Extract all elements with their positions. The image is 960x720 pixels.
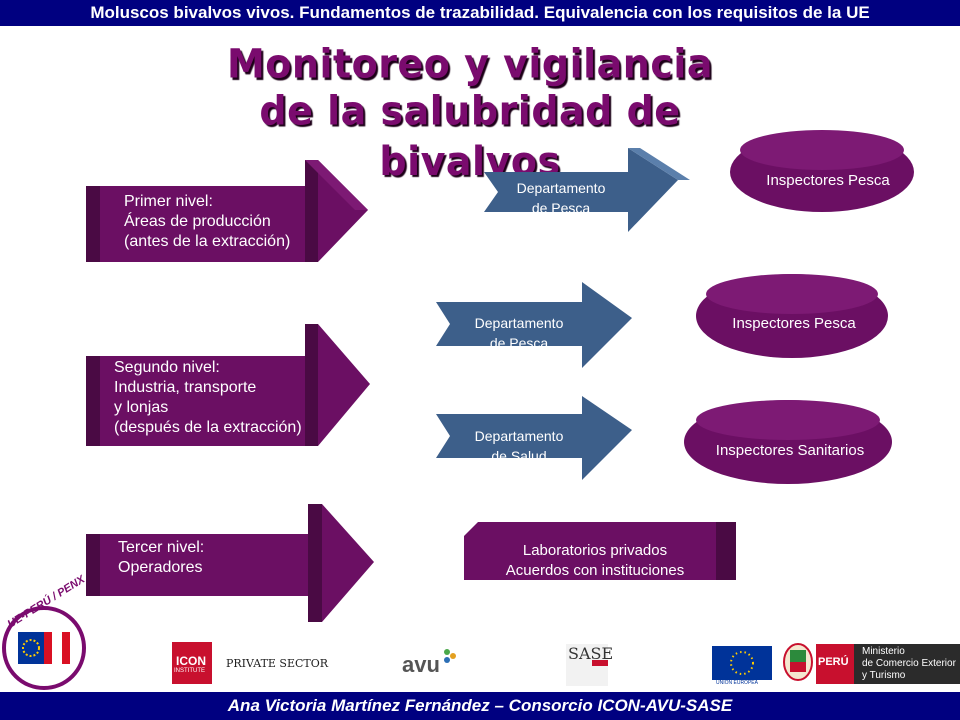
avu-logo-mark	[444, 649, 456, 663]
laboratories-line-2: Acuerdos con instituciones	[505, 562, 685, 579]
ministry-line-2: de Comercio Exterior	[862, 658, 956, 669]
inspectors-label-2: Inspectores Pesca	[732, 315, 856, 332]
ministry-logo-text: Ministerio de Comercio Exterior y Turism…	[862, 646, 956, 682]
dept-1-line-2: de Pesca	[531, 200, 591, 216]
dept-2-line-1: Departamento	[474, 315, 564, 331]
icon-logo-text: ICON	[176, 654, 206, 668]
dept-1-line-1: Departamento	[516, 180, 606, 196]
peru-coat-of-arms	[783, 643, 813, 681]
sase-logo-text: SASE	[568, 644, 614, 663]
laboratories-line-1: Laboratorios privados	[522, 542, 668, 559]
private-sector-text: PRIVATE SECTOR	[226, 657, 329, 670]
level-1-line-1: Primer nivel:	[124, 193, 213, 210]
dept-label-2: Departamento de Pesca	[464, 313, 574, 353]
dept-arrow-2	[436, 282, 632, 368]
dept-arrow-3	[436, 396, 632, 480]
inspectors-ellipse-2	[696, 274, 888, 358]
level-3-line-2: Operadores	[118, 559, 203, 576]
level-3-arrow	[86, 504, 374, 622]
eu-logo-text: UNIÓN EUROPEA	[716, 680, 758, 686]
dept-2-line-2: de Pesca	[489, 335, 549, 351]
dept-label-3: Departamento de Salud	[464, 426, 574, 466]
level-1-label: Primer nivel: Áreas de producción (antes…	[124, 192, 290, 252]
level-1-line-2: Áreas de producción	[124, 213, 271, 230]
level-1-arrow	[86, 160, 368, 262]
ministry-line-1: Ministerio	[862, 646, 905, 657]
ministry-line-3: y Turismo	[862, 670, 906, 681]
dept-arrow-1	[484, 148, 690, 232]
icon-logo-sub: INSTITUTE	[174, 668, 205, 674]
eu-flag	[712, 646, 772, 680]
level-2-line-3: y lonjas	[114, 399, 169, 416]
level-3-label: Tercer nivel: Operadores	[118, 538, 204, 578]
title-line-1: Monitoreo y vigilancia	[226, 40, 714, 88]
inspectors-ellipse-3	[684, 400, 892, 484]
level-2-line-4: (después de la extracción)	[114, 419, 302, 436]
dept-label-1: Departamento de Pesca	[506, 178, 616, 218]
level-3-line-1: Tercer nivel:	[118, 539, 205, 556]
level-2-line-2: Industria, transporte	[114, 379, 257, 396]
laboratories-box	[464, 522, 736, 580]
level-2-arrow	[86, 324, 370, 446]
level-1-line-3: (antes de la extracción)	[124, 233, 291, 250]
level-2-line-1: Segundo nivel:	[114, 359, 220, 376]
ministry-logo-block	[854, 644, 960, 684]
dept-3-line-1: Departamento	[474, 428, 564, 444]
inspectors-label-1: Inspectores Pesca	[766, 172, 890, 189]
peru-logo-block	[816, 644, 854, 684]
inspectors-label-3: Inspectores Sanitarios	[715, 442, 865, 459]
peru-logo-text: PERÚ	[818, 656, 849, 668]
footer-banner: Ana Victoria Martínez Fernández – Consor…	[0, 692, 960, 720]
header-banner: Moluscos bivalvos vivos. Fundamentos de …	[0, 0, 960, 26]
laboratories-label: Laboratorios privados Acuerdos con insti…	[470, 541, 720, 581]
ue-peru-logo	[2, 606, 86, 690]
icon-logo-mark	[172, 642, 212, 684]
level-2-label: Segundo nivel: Industria, transporte y l…	[114, 358, 302, 438]
dept-3-line-2: de Salud	[491, 448, 547, 464]
inspectors-ellipse-1	[730, 130, 914, 212]
avu-logo-text: avu	[402, 652, 440, 677]
